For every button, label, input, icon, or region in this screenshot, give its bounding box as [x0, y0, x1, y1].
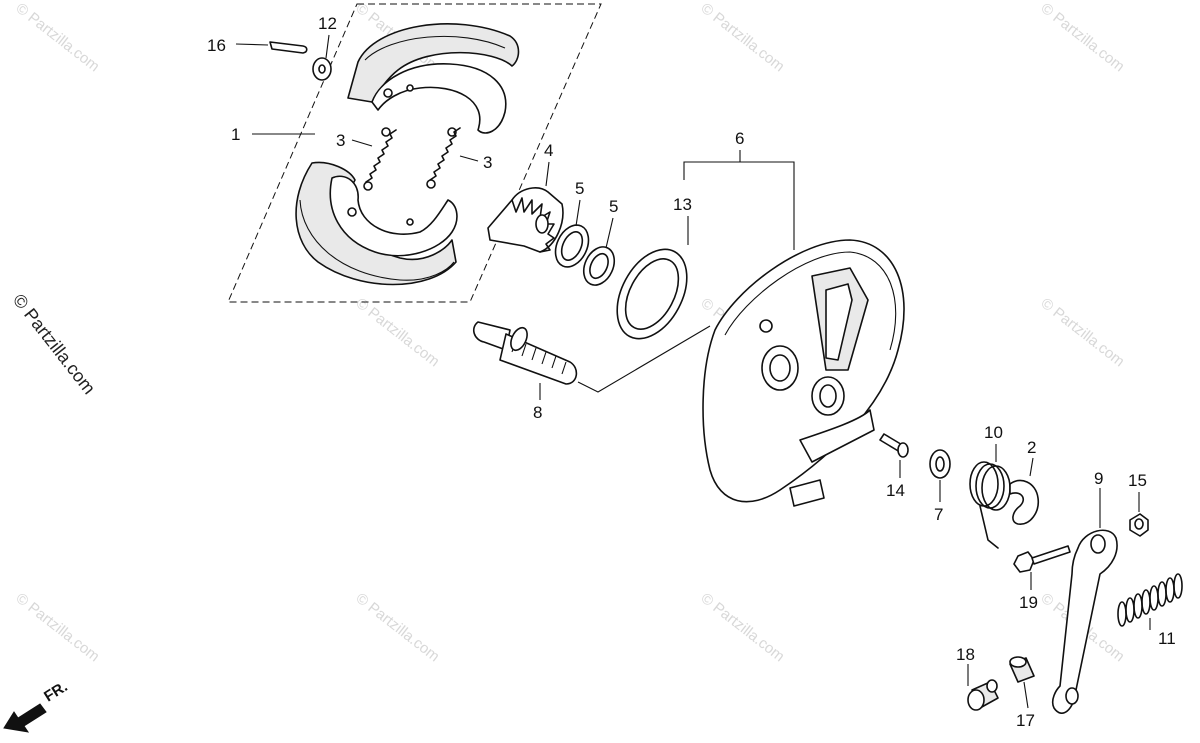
- watermark: © Partzilla.com: [1038, 295, 1128, 371]
- callout-3: 3: [336, 131, 345, 150]
- washer-hole: [318, 64, 326, 74]
- return-spring: [969, 461, 1011, 549]
- watermark: © Partzilla.com: [698, 0, 788, 75]
- callout-9: 9: [1094, 469, 1103, 488]
- callout-18: 18: [956, 645, 975, 664]
- watermark: © Partzilla.com: [353, 295, 443, 371]
- watermark: © Partzilla.com: [13, 590, 103, 666]
- callout-16: 16: [207, 36, 226, 55]
- callout-10: 10: [984, 423, 1003, 442]
- brake-panel: [702, 239, 905, 507]
- callout-17: 17: [1016, 711, 1035, 730]
- callout-11: 11: [1158, 629, 1176, 648]
- watermark: © Partzilla.com: [698, 590, 788, 666]
- callout-6: 6: [735, 129, 744, 148]
- direction-label: FR.: [41, 678, 71, 705]
- brake-cam: [472, 321, 578, 385]
- callout-2: 2: [1027, 438, 1036, 457]
- front-direction-arrow: FR.: [3, 678, 71, 733]
- watermark: © Partzilla.com: [13, 0, 103, 75]
- washer-7-hole: [935, 456, 945, 472]
- collar: [1009, 656, 1035, 683]
- cotter-pin: [269, 41, 308, 54]
- callout-3: 3: [483, 153, 492, 172]
- callout-7: 7: [934, 505, 943, 524]
- dust-seal-inner: [624, 258, 680, 330]
- oil-seal-1-inner: [560, 231, 584, 261]
- watermark: © Partzilla.com: [353, 590, 443, 666]
- callout-5: 5: [575, 179, 584, 198]
- bolt-small: [879, 433, 909, 458]
- brake-shoe-group-outline: [227, 3, 602, 303]
- brake-spring-left: [363, 127, 397, 191]
- speedometer-gear: [487, 187, 564, 253]
- coil-spring: [1117, 573, 1183, 627]
- callout-12: 12: [318, 14, 337, 33]
- oil-seal-2-inner: [589, 252, 609, 280]
- bolt-long: [1013, 545, 1071, 573]
- nut: [1129, 513, 1149, 537]
- watermark: © Partzilla.com: [1038, 0, 1128, 75]
- callout-labels: 1 16 12 3 3 4 5 5 13 6 8 14 7 10 2 9 15 …: [207, 14, 1176, 730]
- leader-lines: [235, 34, 1151, 709]
- callout-15: 15: [1128, 471, 1147, 490]
- flanged-collar: [967, 679, 999, 711]
- callout-19: 19: [1019, 593, 1038, 612]
- callout-1: 1: [231, 125, 240, 144]
- wear-indicator-plate: [1009, 479, 1040, 525]
- callout-14: 14: [886, 481, 905, 500]
- brake-spring-right: [426, 127, 461, 189]
- brake-shoe-lower: [295, 161, 458, 286]
- brake-shoe-upper: [347, 23, 520, 134]
- callout-5: 5: [609, 197, 618, 216]
- callout-4: 4: [544, 141, 553, 160]
- watermark-layer: © Partzilla.com © Partzilla.com © Partzi…: [13, 0, 1128, 665]
- callout-13: 13: [673, 195, 692, 214]
- side-watermark: © Partzilla.com: [9, 290, 99, 398]
- callout-8: 8: [533, 403, 542, 422]
- brake-arm: [1051, 529, 1118, 714]
